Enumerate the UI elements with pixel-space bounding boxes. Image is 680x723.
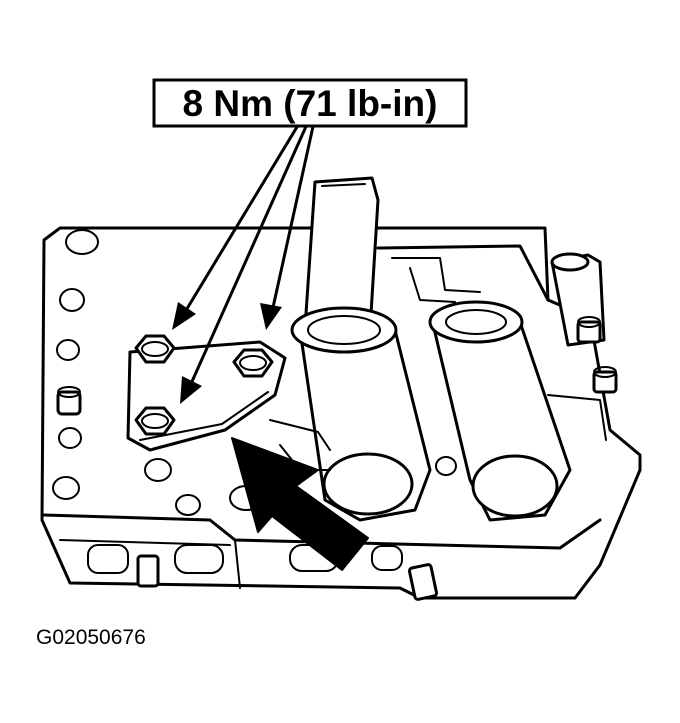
bolt-upper-left xyxy=(134,334,176,364)
torque-callout: 8 Nm (71 lb-in) xyxy=(152,78,468,128)
torque-label: 8 Nm (71 lb-in) xyxy=(183,83,438,124)
bolt-upper-right xyxy=(232,348,274,378)
indicator-arrow xyxy=(231,437,369,571)
leader-lines xyxy=(172,120,316,404)
valve-bores xyxy=(269,176,618,522)
bolt-lower xyxy=(134,406,176,436)
figure-code: G02050676 xyxy=(36,626,146,649)
